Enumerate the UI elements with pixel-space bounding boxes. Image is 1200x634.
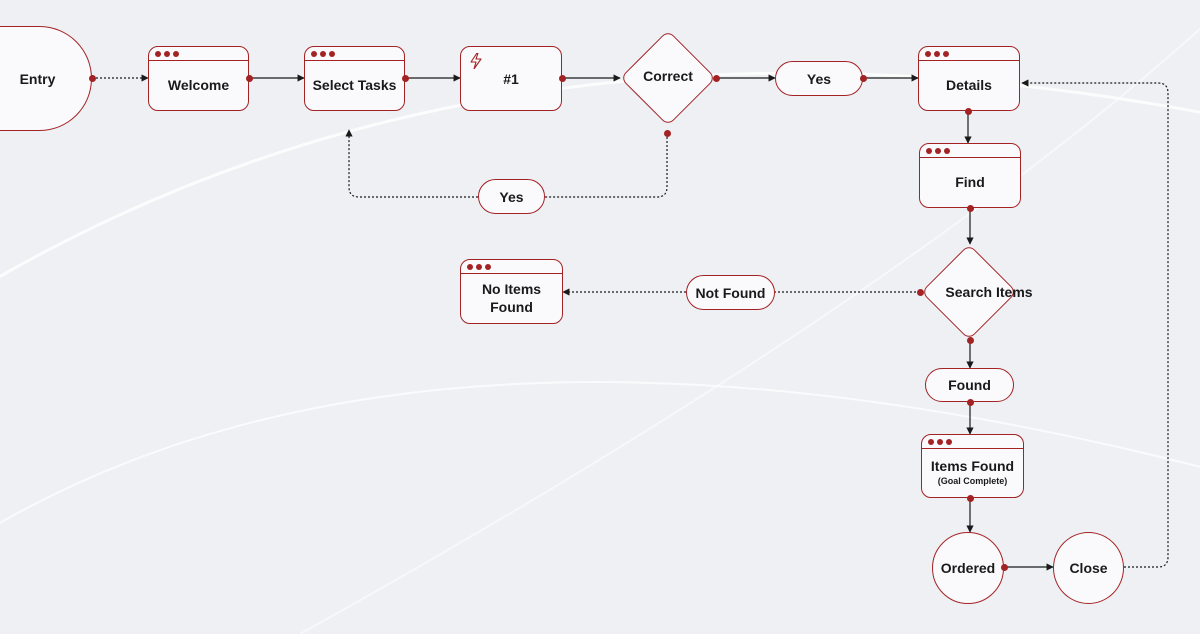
window-dots-icon [919, 47, 1019, 61]
step-1-node[interactable]: #1 [460, 46, 562, 111]
close-node[interactable]: Close [1053, 532, 1124, 604]
select-tasks-node[interactable]: Select Tasks [304, 46, 405, 111]
window-dots-icon [920, 144, 1020, 158]
port-dot [966, 494, 974, 502]
find-node[interactable]: Find [919, 143, 1021, 208]
yes-right-label: Yes [806, 70, 832, 87]
select-tasks-label: Select Tasks [312, 76, 397, 93]
close-label: Close [1069, 560, 1108, 576]
ordered-node[interactable]: Ordered [932, 532, 1004, 604]
port-dot [859, 74, 867, 82]
no-items-found-label: No Items Found [481, 280, 542, 315]
lightning-bolt-icon [470, 53, 482, 69]
entry-label: Entry [19, 70, 56, 87]
find-label: Find [955, 173, 985, 190]
items-found-sublabel: (Goal Complete) [937, 476, 1008, 486]
port-dot [1000, 563, 1008, 571]
welcome-label: Welcome [167, 76, 230, 93]
welcome-node[interactable]: Welcome [148, 46, 249, 111]
correct-label: Correct [643, 68, 693, 84]
port-dot [245, 74, 253, 82]
window-dots-icon [305, 47, 404, 61]
window-dots-icon [461, 260, 562, 274]
search-items-decision[interactable]: Search Items [920, 243, 1033, 341]
details-label: Details [946, 76, 992, 93]
details-node[interactable]: Details [918, 46, 1020, 111]
step-1-label: #1 [503, 70, 519, 87]
found-pill[interactable]: Found [925, 368, 1014, 402]
port-dot [916, 288, 924, 296]
yes-pill-loop[interactable]: Yes [478, 179, 545, 214]
search-items-label: Search Items [945, 284, 1033, 300]
port-dot [966, 336, 974, 344]
port-dot [401, 74, 409, 82]
items-found-label: Items Found [930, 458, 1015, 474]
port-dot [663, 129, 671, 137]
yes-pill-right[interactable]: Yes [775, 61, 863, 96]
port-dot [966, 398, 974, 406]
ordered-label: Ordered [940, 560, 996, 576]
items-found-node[interactable]: Items Found (Goal Complete) [921, 434, 1024, 498]
port-dot [88, 74, 96, 82]
correct-decision[interactable]: Correct [619, 29, 717, 127]
port-dot [712, 74, 720, 82]
found-label: Found [948, 377, 991, 393]
window-dots-icon [922, 435, 1023, 449]
entry-node[interactable]: Entry [0, 26, 92, 131]
not-found-label: Not Found [695, 284, 766, 301]
not-found-pill[interactable]: Not Found [686, 275, 775, 310]
no-items-found-node[interactable]: No Items Found [460, 259, 563, 324]
port-dot [558, 74, 566, 82]
port-dot [964, 107, 972, 115]
yes-loop-label: Yes [499, 188, 524, 205]
port-dot [966, 204, 974, 212]
window-dots-icon [149, 47, 248, 61]
